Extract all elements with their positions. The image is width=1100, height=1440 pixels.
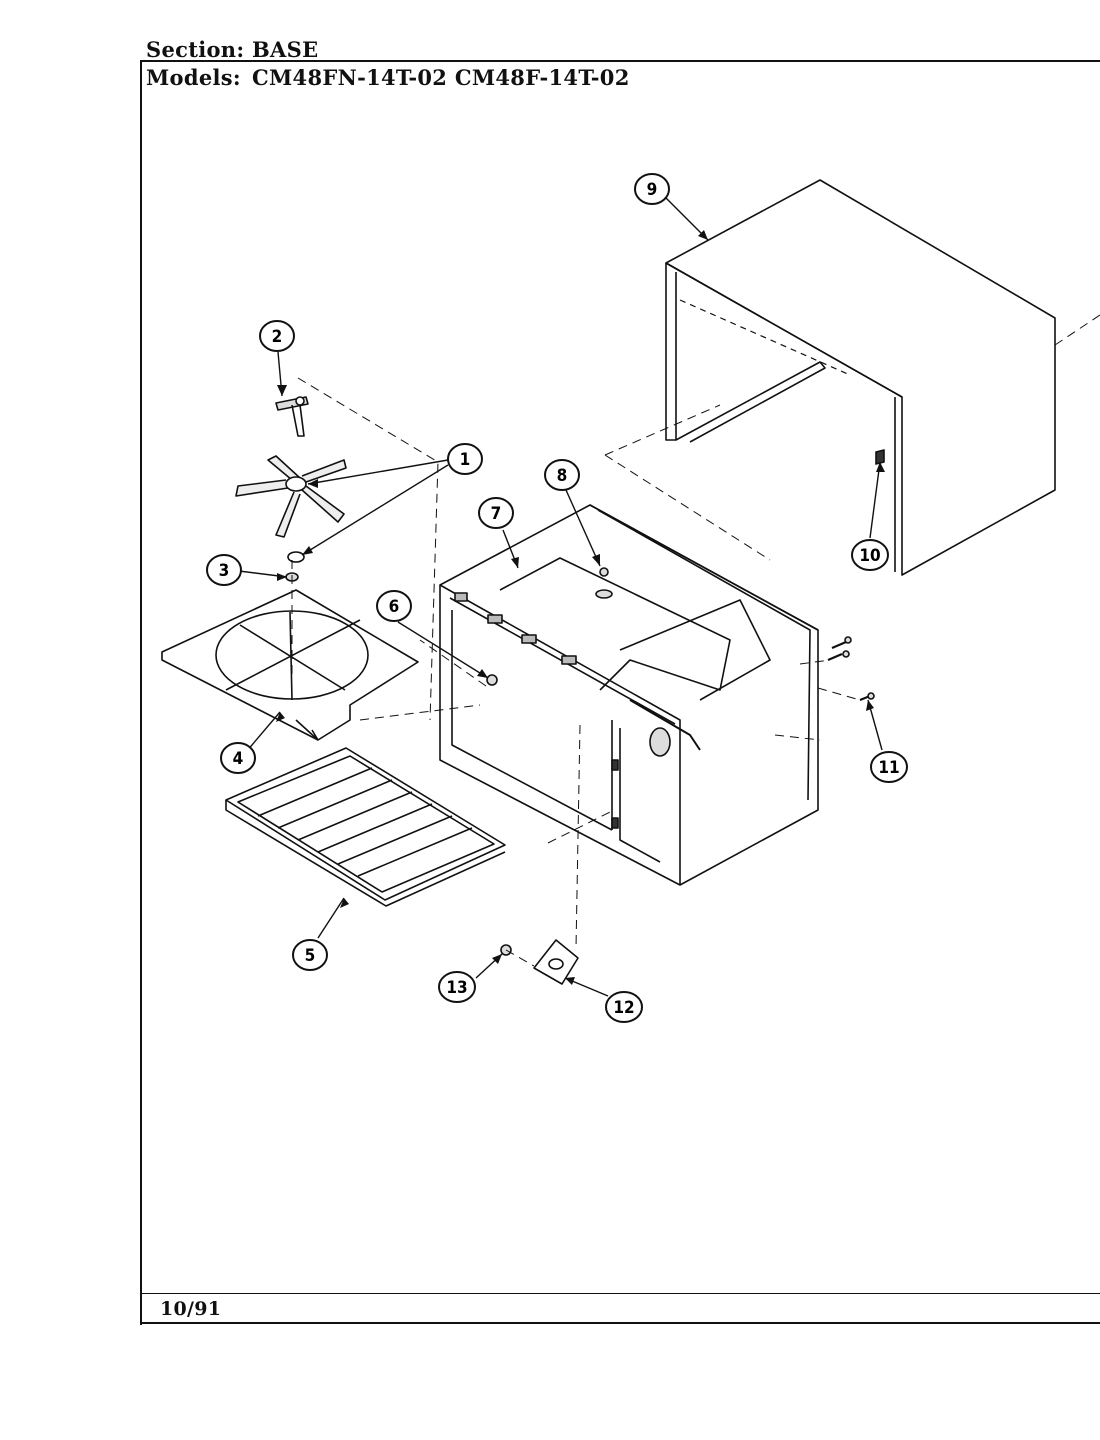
revision-date: 10/91 [160,1298,222,1320]
callout-4: 4 [220,742,256,774]
assembly-lines [291,314,1100,967]
callout-7: 7 [478,497,514,529]
callout-markers: 1 2 3 4 5 6 7 8 [206,173,908,1023]
side-screw-part [827,636,875,702]
leader-arrowheads [276,230,885,985]
callout-label: 3 [219,561,230,581]
callout-label: 13 [446,978,467,998]
callout-label: 1 [460,450,471,470]
callout-1: 1 [447,443,483,475]
callout-10: 10 [851,539,889,571]
callout-12: 12 [605,991,643,1023]
leader-lines [230,197,883,997]
callout-label: 6 [389,597,400,617]
section-value: BASE [252,37,319,62]
section-label: Section: [146,37,245,62]
oven-cavity-part [439,504,819,886]
screw-part [486,674,498,686]
callout-label: 2 [272,327,283,347]
callout-9: 9 [634,173,670,205]
callout-8: 8 [544,459,580,491]
callout-label: 10 [859,546,880,566]
models-value: CM48FN-14T-02 CM48F-14T-02 [252,65,630,90]
frame-footer-rule [140,1293,1100,1294]
callout-label: 5 [305,946,316,966]
cabinet-wrapper-part [604,179,1056,576]
shaft-coupler-part [275,396,309,437]
callout-label: 7 [491,504,502,524]
top-nut-part [595,589,613,599]
callout-label: 4 [233,749,244,769]
callout-6: 6 [376,590,412,622]
models-label: Models: [146,65,241,90]
callout-label: 9 [647,180,658,200]
callout-label: 12 [613,998,634,1018]
callout-label: 11 [878,758,899,778]
callout-3: 3 [206,554,242,586]
frame-bottom-rule [140,1322,1100,1324]
callout-11: 11 [870,751,908,783]
callout-label: 8 [557,466,568,486]
mount-bracket-part [533,939,579,985]
fan-blade-part [235,455,347,563]
frame-top-rule [140,60,1100,62]
callout-13: 13 [438,971,476,1003]
oven-rack-part [225,747,506,907]
callout-2: 2 [259,320,295,352]
frame-left-rule [140,60,142,1325]
callout-5: 5 [292,939,328,971]
fan-baffle-part [161,589,419,741]
